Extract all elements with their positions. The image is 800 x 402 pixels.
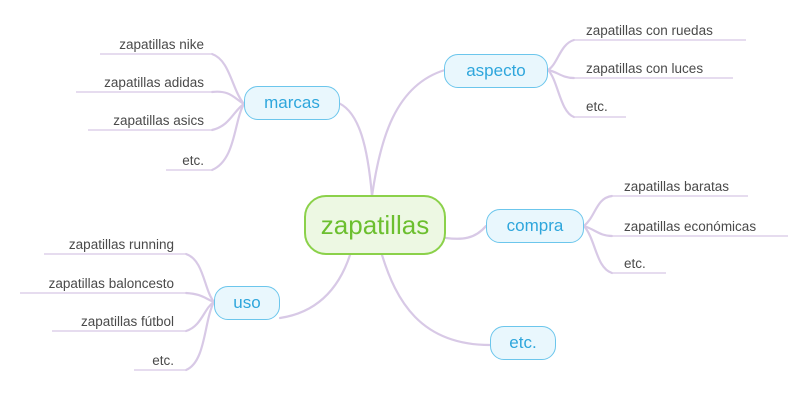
connector-compra-leaf-1	[582, 194, 614, 228]
branch-etc-label: etc.	[509, 333, 537, 352]
branch-compra[interactable]: compra	[486, 209, 584, 243]
branch-aspecto[interactable]: aspecto	[444, 54, 548, 88]
leaf-marcas-1[interactable]: zapatillas nike	[119, 37, 204, 52]
leaf-compra-1[interactable]: zapatillas baratas	[624, 179, 730, 194]
branch-uso[interactable]: uso	[214, 286, 280, 320]
leaf-marcas-3[interactable]: zapatillas asics	[113, 113, 204, 128]
connector-marcas-leaf-3	[210, 102, 246, 132]
connector-central-compra	[444, 224, 488, 240]
branch-uso-label: uso	[233, 293, 261, 312]
leaf-aspecto-2[interactable]: zapatillas con luces	[586, 61, 704, 76]
leaf-aspecto-1[interactable]: zapatillas con ruedas	[586, 23, 713, 38]
branch-compra-label: compra	[506, 216, 564, 235]
leaf-aspecto-3[interactable]: etc.	[586, 99, 608, 114]
leaf-marcas-2[interactable]: zapatillas adidas	[104, 75, 204, 90]
connector-central-etc	[380, 253, 492, 347]
connector-compra-leaf-2	[582, 224, 614, 238]
leaf-uso-4[interactable]: etc.	[152, 353, 174, 368]
connector-uso-leaf-3	[184, 300, 216, 333]
branch-marcas[interactable]: marcas	[244, 86, 340, 120]
connector-marcas-leaf-1	[210, 52, 246, 106]
connector-aspecto-leaf-2	[546, 68, 576, 80]
connector-uso-leaf-2	[184, 291, 216, 304]
connector-uso-leaf-4	[184, 300, 216, 372]
connector-marcas-leaf-2	[210, 90, 246, 106]
branch-marcas-label: marcas	[264, 93, 320, 112]
leaf-compra-2[interactable]: zapatillas económicas	[624, 219, 757, 234]
leaf-uso-3[interactable]: zapatillas fútbol	[80, 314, 174, 329]
branch-etc[interactable]: etc.	[490, 326, 556, 360]
connector-aspecto-leaf-3	[546, 68, 576, 119]
connector-central-uso	[278, 253, 352, 320]
central-topic-label: zapatillas	[320, 209, 430, 240]
leaf-uso-1[interactable]: zapatillas running	[68, 237, 174, 252]
connector-compra-leaf-3	[582, 224, 614, 275]
connector-aspecto-leaf-1	[546, 38, 576, 72]
branch-aspecto-label: aspecto	[466, 61, 526, 80]
leaf-uso-2[interactable]: zapatillas baloncesto	[48, 276, 174, 291]
connector-uso-leaf-1	[184, 252, 216, 304]
connector-marcas-leaf-4	[210, 102, 246, 172]
connector-central-marcas	[334, 100, 374, 198]
connector-central-aspecto	[370, 68, 447, 198]
leaf-marcas-4[interactable]: etc.	[182, 153, 204, 168]
leaf-compra-3[interactable]: etc.	[624, 256, 646, 271]
central-topic[interactable]: zapatillas	[304, 195, 446, 255]
